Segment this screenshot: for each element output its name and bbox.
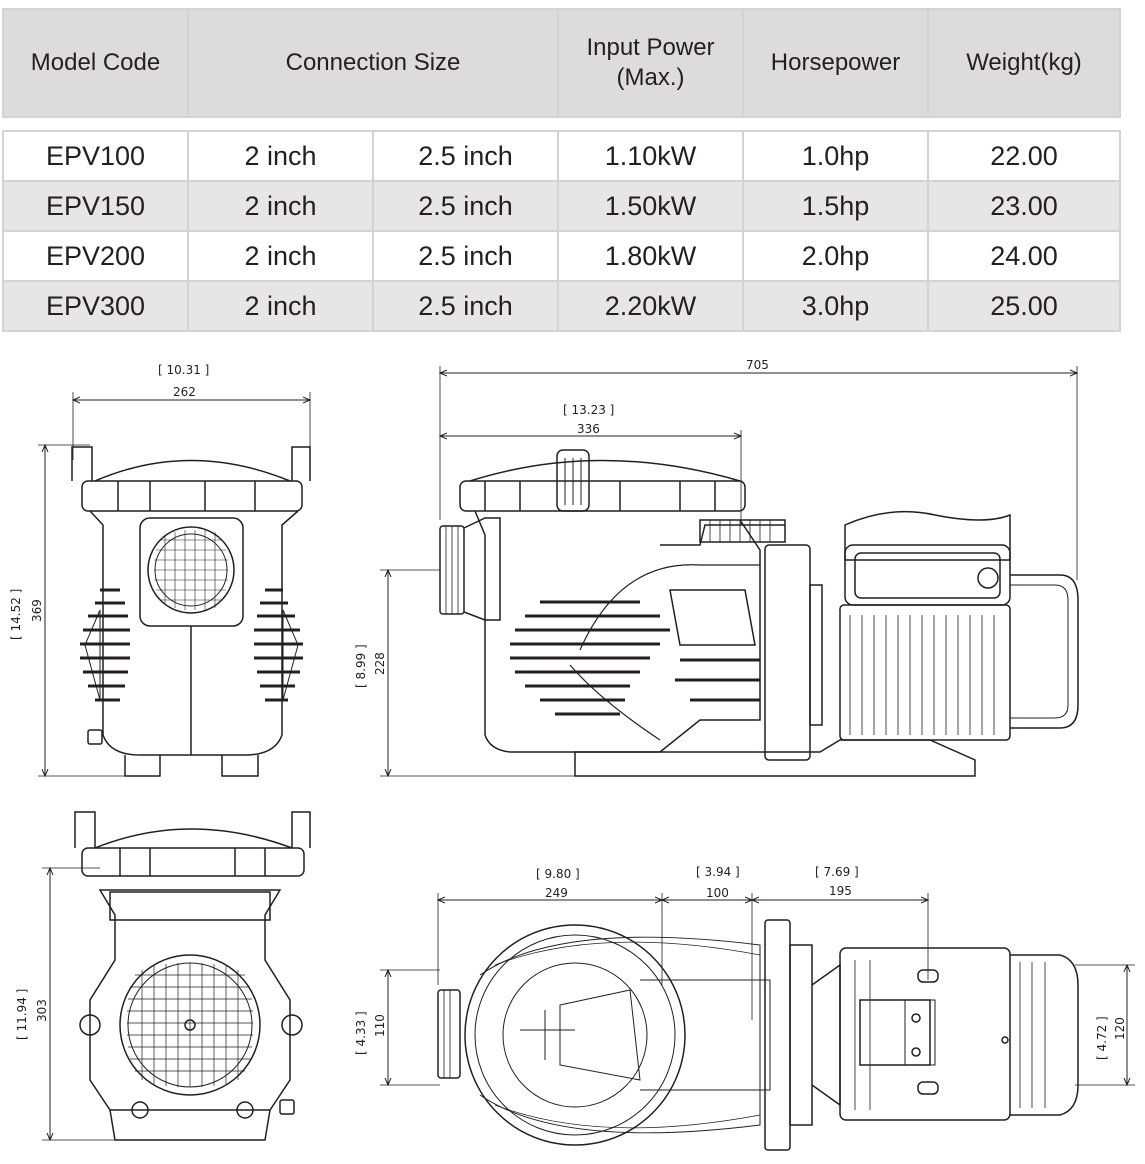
cell-conn-b: 2.5 inch bbox=[372, 180, 559, 232]
top-a-inch: [ 9.80 ] bbox=[536, 867, 580, 881]
rear-height-mm: 303 bbox=[35, 999, 49, 1022]
front-width-inch: [ 10.31 ] bbox=[158, 363, 209, 377]
table-row: EPV100 2 inch 2.5 inch 1.10kW 1.0hp 22.0… bbox=[2, 130, 1121, 182]
table-row: EPV150 2 inch 2.5 inch 1.50kW 1.5hp 23.0… bbox=[2, 180, 1121, 232]
cell-model: EPV200 bbox=[2, 230, 189, 282]
front-view bbox=[38, 392, 310, 776]
cell-weight: 24.00 bbox=[927, 230, 1121, 282]
top-b-inch: [ 3.94 ] bbox=[696, 865, 740, 879]
front-height-mm: 369 bbox=[30, 599, 44, 622]
cell-conn-b: 2.5 inch bbox=[372, 130, 559, 182]
rear-view bbox=[42, 811, 311, 1140]
side-basket-inch: [ 13.23 ] bbox=[563, 403, 614, 417]
top-c-mm: 195 bbox=[829, 884, 852, 898]
cell-conn-a: 2 inch bbox=[187, 280, 374, 332]
header-weight: Weight(kg) bbox=[927, 8, 1121, 118]
cell-conn-a: 2 inch bbox=[187, 130, 374, 182]
cell-conn-a: 2 inch bbox=[187, 180, 374, 232]
top-c-inch: [ 7.69 ] bbox=[815, 865, 859, 879]
cell-model: EPV300 bbox=[2, 280, 189, 332]
side-basket-mm: 336 bbox=[577, 422, 600, 436]
table-gap bbox=[3, 116, 1120, 132]
header-input-power-line1: Input Power bbox=[586, 34, 715, 61]
cell-conn-b: 2.5 inch bbox=[372, 280, 559, 332]
cell-conn-a: 2 inch bbox=[187, 230, 374, 282]
cell-power: 1.80kW bbox=[557, 230, 744, 282]
top-view bbox=[380, 893, 1135, 1151]
rear-height-inch: [ 11.94 ] bbox=[15, 989, 29, 1040]
top-motor-inch: [ 4.72 ] bbox=[1095, 1016, 1109, 1060]
top-a-mm: 249 bbox=[545, 886, 568, 900]
cell-weight: 23.00 bbox=[927, 180, 1121, 232]
cell-hp: 1.0hp bbox=[742, 130, 929, 182]
cell-hp: 1.5hp bbox=[742, 180, 929, 232]
top-inlet-inch: [ 4.33 ] bbox=[354, 1011, 368, 1055]
spec-table: Model Code Connection Size Input Power (M… bbox=[2, 8, 1121, 332]
cell-model: EPV150 bbox=[2, 180, 189, 232]
cell-hp: 3.0hp bbox=[742, 280, 929, 332]
header-model-code: Model Code bbox=[2, 8, 189, 118]
header-connection-size: Connection Size bbox=[187, 8, 559, 118]
header-input-power-line2: (Max.) bbox=[616, 64, 685, 91]
table-row: EPV300 2 inch 2.5 inch 2.20kW 3.0hp 25.0… bbox=[2, 280, 1121, 332]
side-length-mm: 705 bbox=[746, 358, 769, 372]
cell-power: 1.50kW bbox=[557, 180, 744, 232]
top-b-mm: 100 bbox=[706, 886, 729, 900]
side-inlet-inch: [ 8.99 ] bbox=[354, 644, 368, 688]
top-inlet-mm: 110 bbox=[373, 1014, 387, 1037]
cell-power: 2.20kW bbox=[557, 280, 744, 332]
cell-weight: 25.00 bbox=[927, 280, 1121, 332]
front-width-mm: 262 bbox=[173, 385, 196, 399]
side-inlet-mm: 228 bbox=[373, 652, 387, 675]
header-input-power: Input Power (Max.) bbox=[557, 8, 744, 118]
header-horsepower: Horsepower bbox=[742, 8, 929, 118]
side-view bbox=[380, 366, 1079, 776]
pump-technical-drawing: [ 10.31 ] 262 [ 14.52 ] 369 bbox=[9, 358, 1135, 1151]
table-row: EPV200 2 inch 2.5 inch 1.80kW 2.0hp 24.0… bbox=[2, 230, 1121, 282]
top-motor-mm: 120 bbox=[1113, 1017, 1127, 1040]
front-height-inch: [ 14.52 ] bbox=[9, 589, 23, 640]
cell-weight: 22.00 bbox=[927, 130, 1121, 182]
cell-hp: 2.0hp bbox=[742, 230, 929, 282]
cell-conn-b: 2.5 inch bbox=[372, 230, 559, 282]
cell-power: 1.10kW bbox=[557, 130, 744, 182]
table-header-row: Model Code Connection Size Input Power (M… bbox=[2, 8, 1121, 118]
cell-model: EPV100 bbox=[2, 130, 189, 182]
